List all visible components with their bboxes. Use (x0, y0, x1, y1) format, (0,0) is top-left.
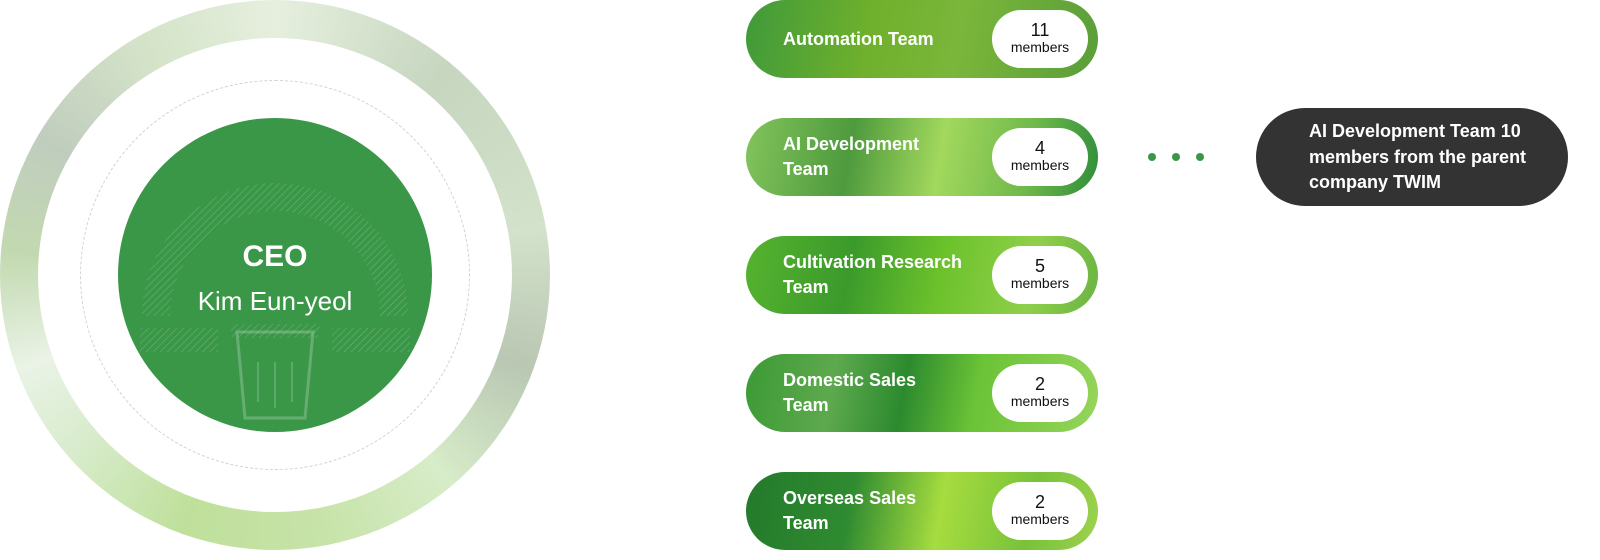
ellipsis-dot-icon (1172, 153, 1180, 161)
team-pill: Domestic Sales Team 2 members (746, 354, 1098, 432)
member-count: 2 (1034, 492, 1045, 512)
ceo-circle: CEO Kim Eun-yeol (118, 118, 432, 432)
team-name: Cultivation Research Team (783, 252, 963, 297)
ellipsis-dot-icon (1196, 153, 1204, 161)
member-unit: members (1010, 275, 1070, 291)
member-count: 2 (1034, 374, 1045, 394)
team-pill: Cultivation Research Team 5 members (746, 236, 1098, 314)
member-unit: members (1010, 157, 1070, 173)
member-count-badge: 5 members (992, 246, 1088, 304)
team-pill: Overseas Sales Team 2 members (746, 472, 1098, 550)
plant-pot-watermark-icon (140, 183, 410, 420)
callout-text: AI Development Team 10 members from the … (1309, 121, 1527, 192)
member-unit: members (1010, 39, 1070, 55)
ceo-name: Kim Eun-yeol (197, 286, 353, 316)
member-count: 4 (1034, 138, 1045, 158)
ceo-title: CEO (242, 240, 308, 273)
team-name: Overseas Sales Team (783, 488, 917, 533)
member-count-badge: 4 members (992, 128, 1088, 186)
member-count-badge: 11 members (992, 10, 1088, 68)
member-count: 11 (1030, 20, 1050, 40)
ceo-ring-dashed (80, 80, 470, 470)
member-unit: members (1010, 511, 1070, 527)
ellipsis-dot-icon (1148, 153, 1156, 161)
team-name: Automation Team (783, 28, 934, 49)
team-name: AI Development Team (783, 134, 920, 179)
member-count-badge: 2 members (992, 482, 1088, 540)
member-count: 5 (1034, 256, 1045, 276)
member-unit: members (1010, 393, 1070, 409)
team-pill: AI Development Team 4 members (746, 118, 1098, 196)
team-name: Domestic Sales Team (783, 370, 917, 415)
callout-pill: AI Development Team 10 members from the … (1256, 108, 1568, 206)
team-pill: Automation Team 11 members (746, 0, 1098, 78)
member-count-badge: 2 members (992, 364, 1088, 422)
